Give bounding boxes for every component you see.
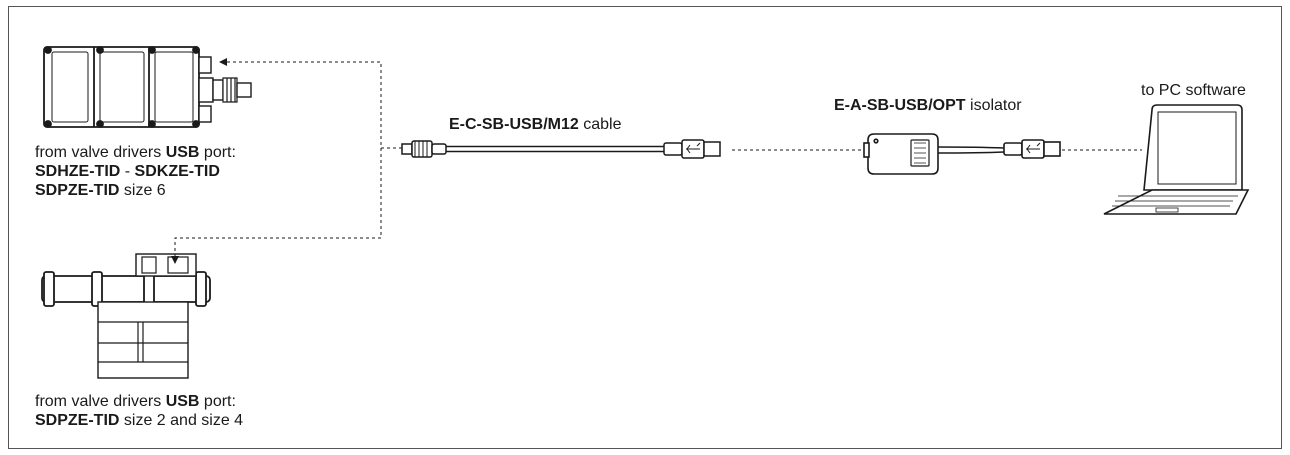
- text-span: size 6: [119, 182, 166, 199]
- text-bold: SDHZE-TID: [35, 163, 121, 180]
- text-bold: USB: [165, 144, 200, 161]
- pc-label: to PC software: [1141, 82, 1246, 99]
- text-bold: E-A-SB-USB/OPT: [834, 97, 966, 114]
- arrow-to-driver-bottom-icon: [171, 256, 179, 264]
- valve-driver-size2-4-icon: [41, 253, 211, 379]
- driver-top-label: from valve drivers USB port: SDHZE-TID -…: [35, 143, 236, 200]
- driver-bottom-label: from valve drivers USB port: SDPZE-TID s…: [35, 392, 243, 430]
- text-span: size 2 and size 4: [119, 412, 244, 429]
- text-span: from valve drivers: [35, 393, 166, 410]
- usb-isolator-icon: [863, 133, 1061, 175]
- text-span: port:: [199, 393, 236, 410]
- driver-bottom-label-line2: SDPZE-TID size 2 and size 4: [35, 411, 243, 430]
- text-bold: E-C-SB-USB/M12: [449, 116, 579, 133]
- text-span: cable: [578, 116, 622, 133]
- driver-dashed-links: [174, 61, 402, 256]
- arrow-to-driver-top-icon: [219, 58, 227, 66]
- driver-top-label-line3: SDPZE-TID size 6: [35, 181, 236, 200]
- driver-top-label-line2: SDHZE-TID - SDKZE-TID: [35, 162, 236, 181]
- text-bold: USB: [165, 393, 200, 410]
- text-span: -: [120, 163, 135, 180]
- usb-m12-cable-icon: [401, 139, 721, 159]
- text-bold: SDPZE-TID: [35, 412, 120, 429]
- text-bold: SDKZE-TID: [134, 163, 220, 180]
- driver-bottom-label-line1: from valve drivers USB port:: [35, 392, 243, 411]
- driver-top-label-line1: from valve drivers USB port:: [35, 143, 236, 162]
- diagram-frame: [8, 6, 1282, 449]
- text-span: isolator: [965, 97, 1022, 114]
- text-span: port:: [199, 144, 236, 161]
- cable-label: E-C-SB-USB/M12 cable: [449, 115, 622, 134]
- isolator-label: E-A-SB-USB/OPT isolator: [834, 96, 1022, 115]
- text-span: from valve drivers: [35, 144, 166, 161]
- valve-driver-size6-icon: [43, 46, 252, 128]
- text-bold: SDPZE-TID: [35, 182, 120, 199]
- laptop-pc-icon: [1103, 104, 1250, 215]
